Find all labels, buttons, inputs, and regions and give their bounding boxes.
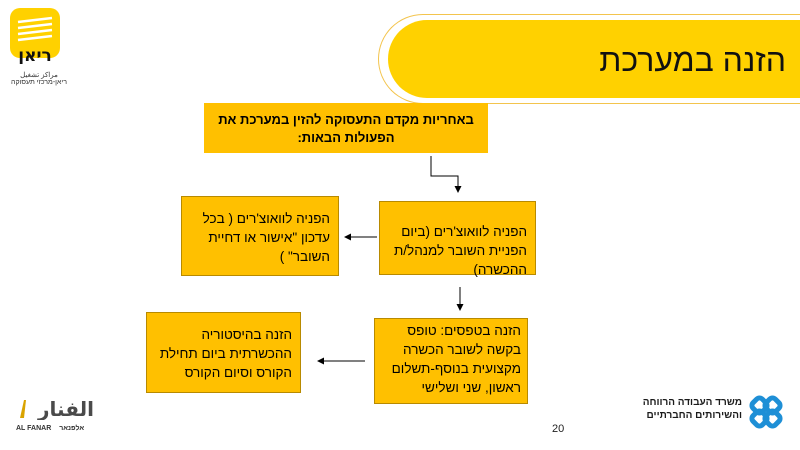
title-band [388, 20, 800, 98]
ministry-line2: והשירותים החברתיים [646, 410, 742, 421]
ministry-knot-icon [749, 395, 783, 429]
connector-top-to-mid [430, 156, 462, 193]
riyan-logo-name: ריאן [18, 46, 51, 64]
box-voucher-update: הפניה לוואוצ'רים ( בכל עדכון "אישור או ד… [181, 196, 339, 276]
page-number: 20 [552, 423, 565, 435]
box-forms-entry: הזנה בטפסים: טופס בקשה לשובר הכשרה מקצוע… [374, 318, 528, 404]
alfanar-logo-icon: الفنار [20, 397, 94, 421]
alfanar-hebrew: אלפנאר [59, 425, 85, 432]
riyan-logo-line1: مراكز تشغيل [20, 72, 58, 79]
ministry-logo-text: משרד העבודה הרווחה והשירותים החברתיים [624, 396, 742, 422]
slide-title: הזנה במערכת [599, 42, 786, 78]
box-history-entry: הזנה בהיסטוריה ההכשרתית ביום תחילת הקורס… [146, 312, 301, 393]
riyan-logo-icon: ריאן [10, 8, 60, 66]
ministry-line1: משרד העבודה הרווחה [642, 397, 742, 408]
riyan-logo-line2: ריאן-מרכזי תעסוקה [11, 79, 67, 86]
alfanar-logo: الفنار AL FANAR אלפנאר [16, 396, 100, 436]
title-band-outline [378, 14, 800, 104]
alfanar-latin: AL FANAR [16, 425, 52, 432]
riyan-logo: ריאן مراكز تشغيل ריאן-מרכזי תעסוקה [10, 8, 68, 88]
alfanar-logo-name: الفنار [37, 397, 94, 420]
box-responsibility: באחריות מקדם התעסוקה להזין במערכת את הפע… [204, 103, 488, 153]
box-voucher-referral: הפניה לוואוצ'רים (ביום הפניית השובר למנה… [379, 201, 536, 277]
